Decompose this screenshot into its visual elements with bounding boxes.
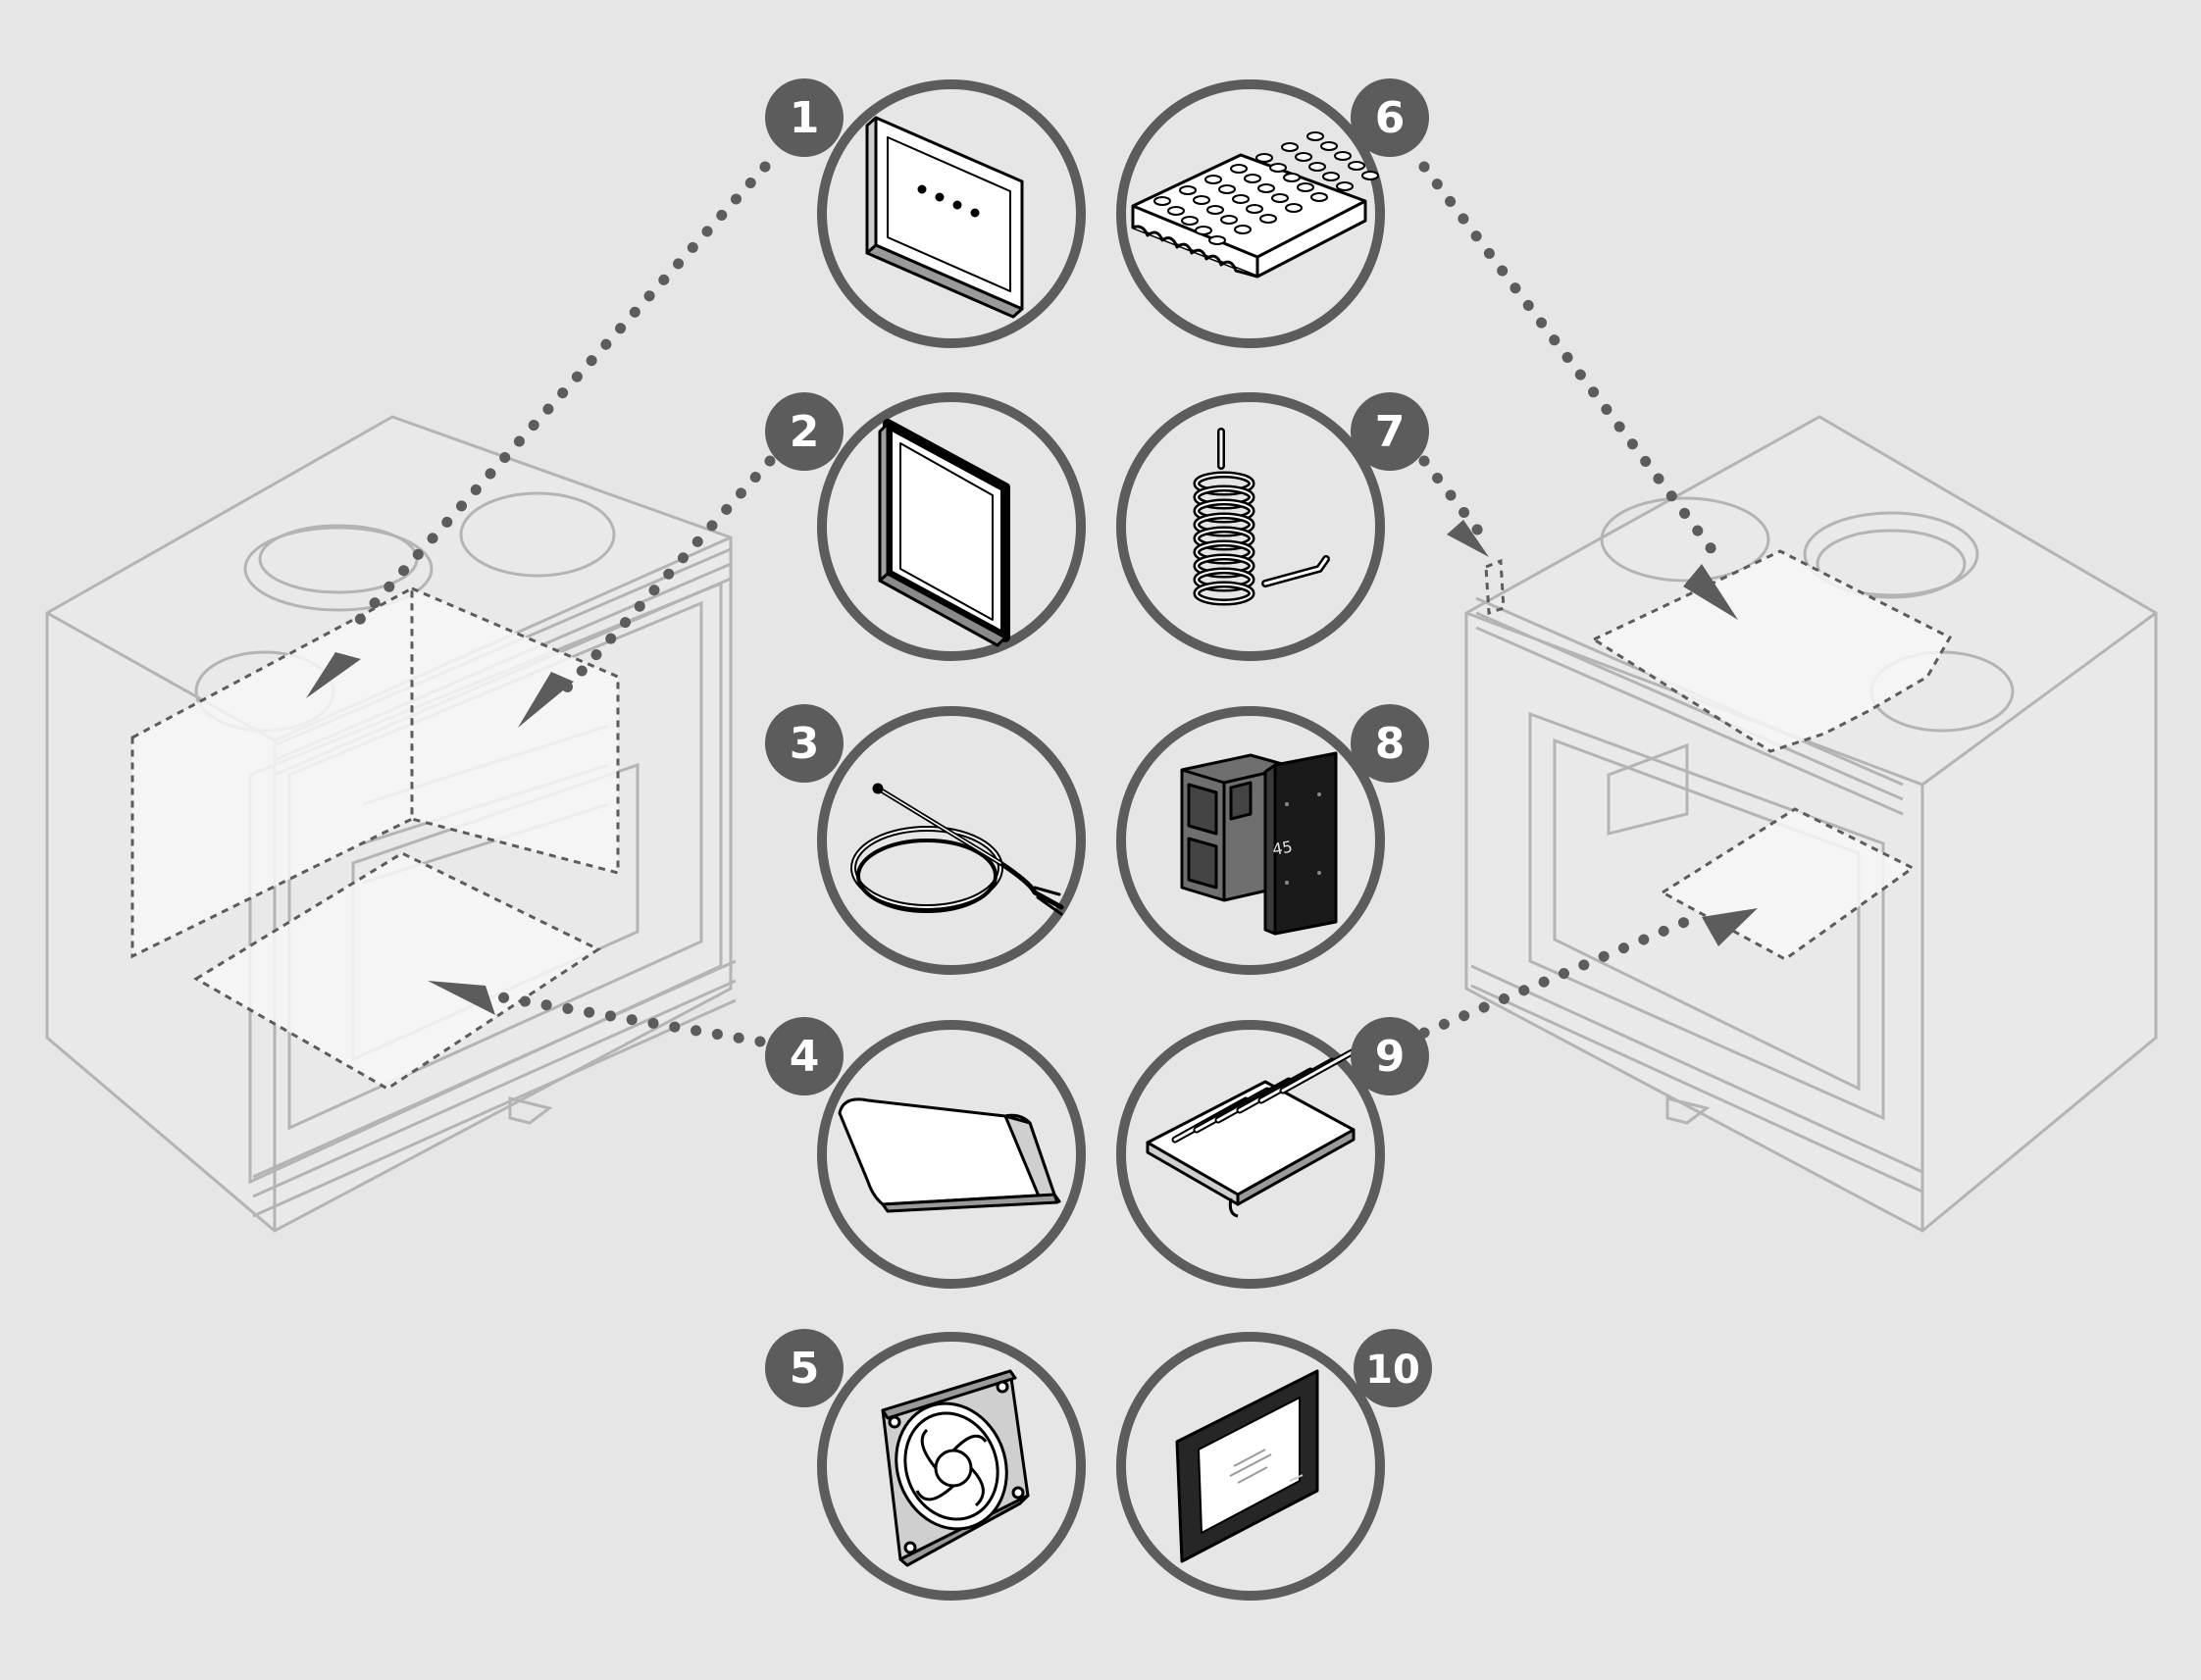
badge-6-label: 6 <box>1375 93 1406 143</box>
badge-1: 1 <box>765 78 844 157</box>
dotted-connectors <box>342 161 1717 1047</box>
badge-4-label: 4 <box>790 1032 820 1082</box>
badge-10-label: 10 <box>1365 1348 1420 1393</box>
left-install-zones <box>130 585 620 1091</box>
badge-9-label: 9 <box>1375 1032 1406 1082</box>
deflector-plate-icon <box>838 1097 1061 1213</box>
arrowhead-7 <box>1447 520 1489 557</box>
arrowhead-1 <box>306 652 361 698</box>
arrowhead-9 <box>1702 908 1758 946</box>
connector-7 <box>1418 455 1487 540</box>
part-badges: 1 2 3 4 5 6 7 8 9 10 <box>765 78 1432 1407</box>
connector-9 <box>1418 911 1703 1039</box>
display-frame-icon <box>1175 1369 1319 1563</box>
left-side-panel-zone <box>130 585 414 959</box>
right-top-tile-zone <box>1590 549 1953 753</box>
badge-5: 5 <box>765 1329 844 1407</box>
temperature-probe-icon <box>850 783 1064 916</box>
badge-3: 3 <box>765 704 844 783</box>
control-panel-icon <box>865 116 1024 319</box>
badge-7-label: 7 <box>1375 407 1406 457</box>
digital-thermostat-icon: 45 <box>1180 751 1338 936</box>
grate-icon <box>1146 1047 1357 1218</box>
connector-1 <box>342 161 771 638</box>
badge-7: 7 <box>1351 392 1429 471</box>
side-panel-icon <box>878 419 1010 647</box>
badge-6: 6 <box>1351 78 1429 157</box>
connector-arrowheads <box>306 520 1758 1015</box>
arrowhead-4 <box>428 981 495 1015</box>
badge-1-label: 1 <box>790 93 820 143</box>
badge-10: 10 <box>1354 1329 1432 1407</box>
arrowhead-6 <box>1683 564 1738 620</box>
refractory-tile-icon <box>1131 131 1379 279</box>
connector-6 <box>1418 161 1717 555</box>
part-ring-3 <box>817 706 1086 975</box>
heating-coil-icon <box>1193 428 1330 606</box>
left-floor-plate-zone <box>193 851 602 1091</box>
badge-2-label: 2 <box>790 407 820 457</box>
badge-8-label: 8 <box>1375 719 1406 769</box>
connector-2 <box>553 455 776 702</box>
arrowhead-2 <box>518 672 574 728</box>
badge-3-label: 3 <box>790 719 820 769</box>
cooling-fan-icon <box>881 1369 1030 1567</box>
badge-5-label: 5 <box>790 1344 820 1394</box>
badge-4: 4 <box>765 1017 844 1095</box>
left-rear-panel-zone <box>410 585 620 875</box>
connector-4 <box>485 990 766 1047</box>
right-coil-zone <box>1484 558 1506 616</box>
badge-2: 2 <box>765 392 844 471</box>
badge-9: 9 <box>1351 1017 1429 1095</box>
badge-8: 8 <box>1351 704 1429 783</box>
thermostat-readout: 45 <box>1271 838 1294 859</box>
